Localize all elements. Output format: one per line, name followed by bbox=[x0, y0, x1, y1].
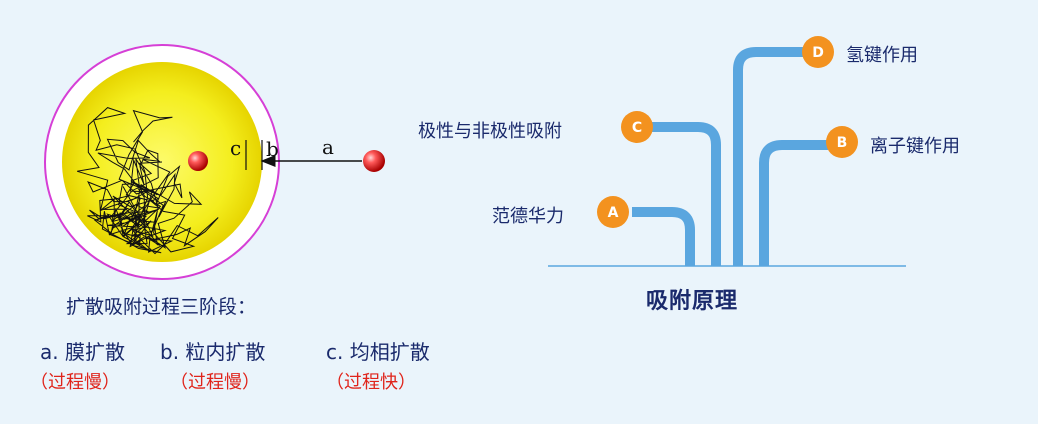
label-d: 氢键作用 bbox=[846, 45, 918, 66]
stage-letter-b: b bbox=[266, 137, 279, 161]
stage-rate-b: （过程慢） bbox=[170, 372, 260, 393]
stage-rate-c: （过程快） bbox=[326, 372, 416, 393]
badge-c-text: C bbox=[632, 120, 642, 136]
badge-a-text: A bbox=[608, 205, 619, 221]
stages-title: 扩散吸附过程三阶段： bbox=[66, 296, 257, 318]
label-c: 极性与非极性吸附 bbox=[418, 121, 562, 142]
branch-c bbox=[652, 122, 721, 266]
branch-d bbox=[733, 47, 818, 266]
badge-a bbox=[597, 196, 629, 228]
badge-b bbox=[826, 126, 858, 158]
stage-letter-a: a bbox=[322, 135, 334, 159]
stage-rate-a: （过程慢） bbox=[30, 372, 120, 393]
badge-b-text: B bbox=[837, 135, 848, 151]
badge-c bbox=[621, 111, 653, 143]
adsorbate-ball-inside bbox=[188, 151, 208, 171]
diagram-caption: 吸附原理 bbox=[646, 289, 739, 314]
branch-b bbox=[759, 140, 828, 266]
stage-letter-c: c bbox=[230, 136, 241, 160]
badge-d bbox=[802, 36, 834, 68]
stage-name-b: b. 粒内扩散 bbox=[160, 340, 266, 364]
badge-d-text: D bbox=[812, 45, 824, 61]
label-b: 离子键作用 bbox=[870, 136, 960, 157]
label-a: 范德华力 bbox=[492, 206, 564, 227]
stage-name-c: c. 均相扩散 bbox=[326, 340, 430, 364]
stage-name-a: a. 膜扩散 bbox=[40, 340, 125, 364]
pore-path bbox=[77, 107, 219, 255]
pore-network bbox=[77, 107, 219, 255]
adsorbate-ball-outside bbox=[363, 150, 385, 172]
branch-a bbox=[632, 207, 695, 266]
